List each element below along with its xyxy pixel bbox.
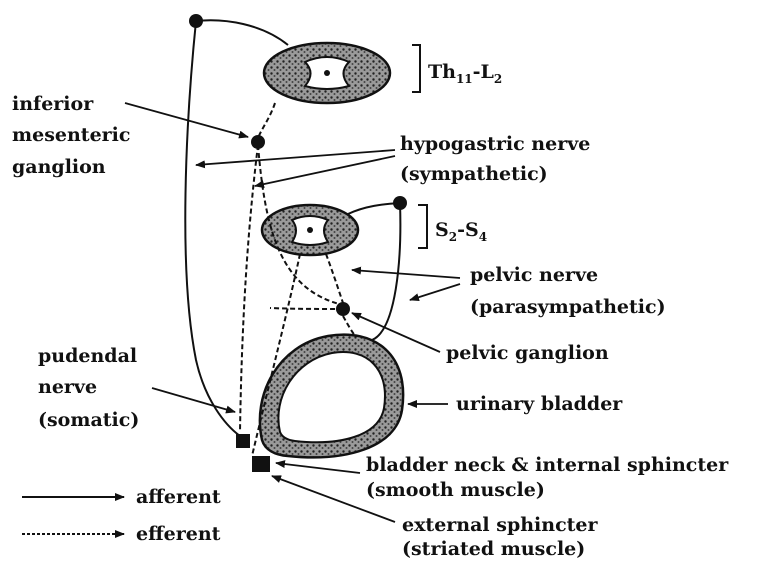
label-s2-s4: S2-S4 — [435, 219, 487, 244]
spinal-cord-section-lower — [262, 205, 358, 255]
label-pudendal-1: pudendal — [38, 345, 137, 367]
spinal-cord-section-upper — [264, 43, 390, 103]
afferent-cell-body-lower — [393, 196, 407, 210]
label-hypogastric-1: hypogastric nerve — [400, 133, 590, 155]
label-inferior-mesenteric-2: mesenteric — [12, 124, 130, 146]
label-bladder-neck-1: bladder neck & internal sphincter — [366, 454, 729, 476]
label-pelvic-ganglion: pelvic ganglion — [446, 342, 609, 364]
afferent-cell-body-upper — [189, 14, 203, 28]
internal-sphincter — [236, 434, 250, 448]
inferior-mesenteric-ganglion — [251, 135, 265, 149]
label-urinary-bladder: urinary bladder — [456, 393, 623, 415]
label-th11-l2: Th11-L2 — [428, 61, 502, 86]
pelvic-ganglion — [336, 302, 350, 316]
label-pudendal-2: nerve — [38, 376, 97, 398]
label-inferior-mesenteric-3: ganglion — [12, 156, 106, 178]
label-hypogastric-2: (sympathetic) — [400, 163, 548, 185]
legend-efferent-label: efferent — [136, 523, 221, 545]
bracket-s2-s4 — [418, 205, 427, 248]
external-sphincter — [252, 456, 270, 472]
legend-afferent-label: afferent — [136, 486, 221, 508]
urinary-bladder — [260, 335, 403, 458]
label-pelvic-nerve-1: pelvic nerve — [470, 264, 598, 286]
label-inferior-mesenteric-1: inferior — [12, 93, 94, 115]
label-external-sphincter-1: external sphincter — [402, 514, 599, 536]
label-bladder-neck-2: (smooth muscle) — [366, 479, 545, 501]
label-pudendal-3: (somatic) — [38, 409, 139, 431]
label-pelvic-nerve-2: (parasympathetic) — [470, 296, 666, 318]
label-external-sphincter-2: (striated muscle) — [402, 538, 585, 560]
bracket-th11-l2 — [412, 45, 420, 92]
